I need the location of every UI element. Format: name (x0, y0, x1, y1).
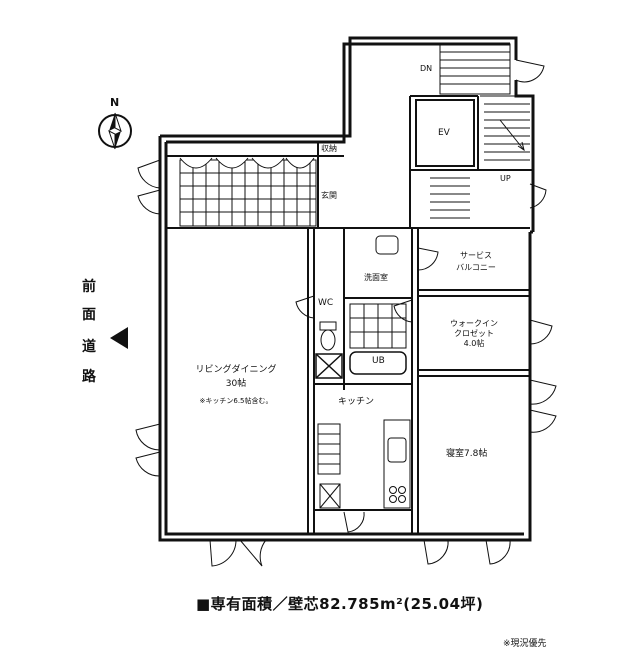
current-condition-note: ※現況優先 (503, 639, 547, 649)
washroom-label: 洗面室 (364, 273, 388, 282)
kitchen-label: キッチン (338, 397, 375, 407)
staircase (430, 43, 530, 219)
bottom-windows (209, 539, 511, 567)
elevator (415, 99, 475, 167)
kitchen-counter (317, 419, 411, 509)
entrance-door (137, 159, 161, 215)
interior-walls (166, 95, 533, 534)
compass-label: N (110, 96, 120, 109)
storage-doors (179, 157, 315, 169)
ub-label: UB (372, 356, 385, 366)
road-label-2: 面 (82, 307, 96, 323)
road-label-4: 路 (82, 369, 96, 385)
walkin-label-3: 4.0帖 (463, 339, 485, 348)
compass-icon (98, 112, 132, 150)
bedroom-label: 寝室7.8帖 (446, 449, 488, 459)
entrance-floor-grid (179, 159, 317, 227)
living-left-windows (135, 423, 161, 477)
road-arrow-icon (110, 327, 128, 349)
entrance-label: 玄関 (321, 191, 337, 200)
shower-floor (349, 303, 407, 349)
area-summary: ■専有面積／壁芯82.785m²(25.04坪) (196, 595, 484, 613)
living-size: 30帖 (225, 379, 247, 389)
interior-doors (295, 247, 439, 533)
living-title: リビングダイニング (195, 365, 277, 375)
road-label-3: 道 (82, 339, 96, 355)
stairs-dn-label: DN (420, 64, 433, 73)
service-balcony-label-1: サービス (460, 251, 492, 260)
right-side-doors (515, 59, 557, 433)
bathtub (349, 351, 407, 375)
walkin-label-2: クロゼット (454, 329, 494, 338)
stairs-up-label: UP (500, 174, 511, 183)
service-balcony-label-2: バルコニー (456, 263, 496, 272)
living-note: ※キッチン6.5帖含む。 (199, 397, 273, 405)
walkin-label-1: ウォークイン (450, 319, 498, 328)
washroom-sink (375, 235, 399, 255)
toilet (319, 321, 337, 351)
road-label-1: 前 (82, 279, 96, 295)
vent-box (315, 353, 343, 379)
elevator-label: EV (438, 128, 450, 138)
wc-label: WC (318, 298, 334, 308)
storage-label: 収納 (321, 144, 337, 153)
